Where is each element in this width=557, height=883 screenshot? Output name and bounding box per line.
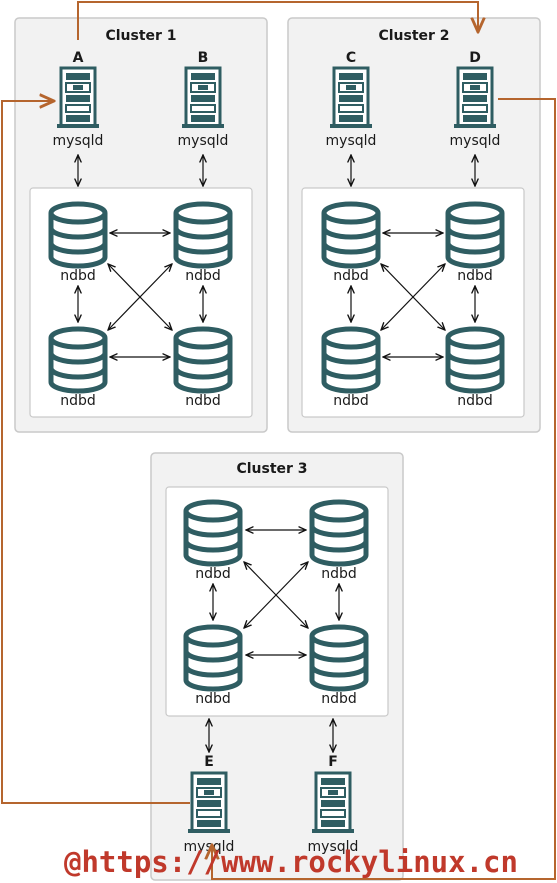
ndbd-3-3-icon [186, 627, 240, 689]
server-d-letter: D [469, 50, 481, 66]
cluster-3-title: Cluster 3 [236, 461, 307, 477]
server-c-label: mysqld [326, 133, 377, 149]
ndbd-2-1-icon [324, 204, 378, 266]
ndbd-1-1-icon [51, 204, 105, 266]
cluster-3: Cluster 3 ndbd ndbd ndbd ndbd E F mysqld… [150, 452, 404, 881]
ndbd-3-1-label: ndbd [195, 566, 231, 582]
ndbd-1-3-label: ndbd [60, 393, 96, 409]
server-b-label: mysqld [178, 133, 229, 149]
server-b-letter: B [198, 50, 209, 66]
server-c-letter: C [346, 50, 356, 66]
replication-d-to-e [212, 98, 556, 880]
arrow-1-diag-b [108, 264, 172, 330]
ndbd-2-2-icon [448, 204, 502, 266]
cluster-2-title: Cluster 2 [378, 28, 449, 44]
server-f-letter: F [328, 754, 338, 770]
server-f-icon [310, 771, 356, 835]
server-c-icon [328, 66, 374, 130]
ndbd-3-1-icon [186, 502, 240, 564]
cluster-1: Cluster 1 A B mysqld mysqld ndbd ndbd nd… [14, 17, 268, 433]
server-d-icon [452, 66, 498, 130]
ndbd-1-1-label: ndbd [60, 268, 96, 284]
ndbd-2-1-label: ndbd [333, 268, 369, 284]
server-d-label: mysqld [450, 133, 501, 149]
ndbd-2-3-icon [324, 329, 378, 391]
ndbd-1-2-label: ndbd [185, 268, 221, 284]
replication-e-to-a [1, 101, 190, 804]
server-a-label: mysqld [53, 133, 104, 149]
ndbd-3-4-icon [312, 627, 366, 689]
server-a-icon [55, 66, 101, 130]
ndbd-2-3-label: ndbd [333, 393, 369, 409]
arrow-3-diag-b [244, 562, 308, 628]
ndbd-3-2-label: ndbd [321, 566, 357, 582]
server-f-label: mysqld [308, 839, 359, 855]
ndbd-3-3-label: ndbd [195, 691, 231, 707]
server-a-letter: A [73, 50, 84, 66]
cluster-2: Cluster 2 C D mysqld mysqld ndbd ndbd nd… [287, 17, 541, 433]
watermark-text: @https://www.rockylinux.cn [64, 845, 518, 879]
server-e-icon [186, 771, 232, 835]
arrow-2-diag-b [381, 264, 445, 330]
ndbd-2-4-label: ndbd [457, 393, 493, 409]
ndbd-2-2-label: ndbd [457, 268, 493, 284]
server-e-letter: E [204, 754, 214, 770]
ndbd-1-4-label: ndbd [185, 393, 221, 409]
ndbd-3-2-icon [312, 502, 366, 564]
ndbd-1-3-icon [51, 329, 105, 391]
ndbd-1-2-icon [176, 204, 230, 266]
cluster-1-title: Cluster 1 [105, 28, 176, 44]
ndbd-2-4-icon [448, 329, 502, 391]
ndbd-1-4-icon [176, 329, 230, 391]
replication-a-to-d [77, 1, 478, 40]
ndbd-3-4-label: ndbd [321, 691, 357, 707]
server-b-icon [180, 66, 226, 130]
